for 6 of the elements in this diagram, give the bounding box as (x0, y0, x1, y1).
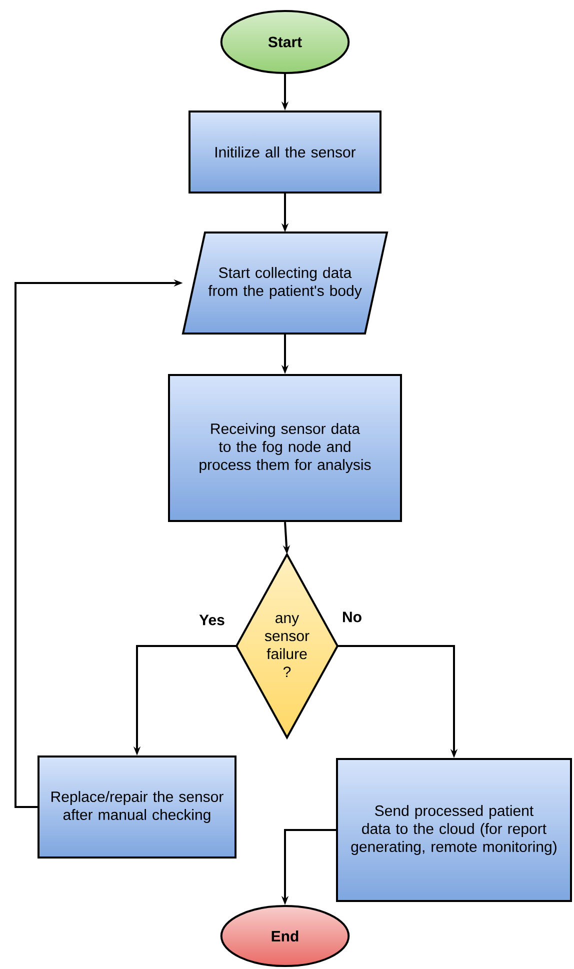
edge-label: No (341, 610, 363, 624)
process-box: Send processed patient data to the cloud (for report generating, remote monitoring) (336, 758, 572, 902)
process-box: Initilize all the sensor (188, 110, 382, 194)
process-box: Replace/repair the sensor after manual checking (38, 756, 236, 858)
process-box: Receiving sensor data to the fog node and process them for analysis (168, 374, 402, 522)
edge-label: Yes (198, 614, 226, 626)
